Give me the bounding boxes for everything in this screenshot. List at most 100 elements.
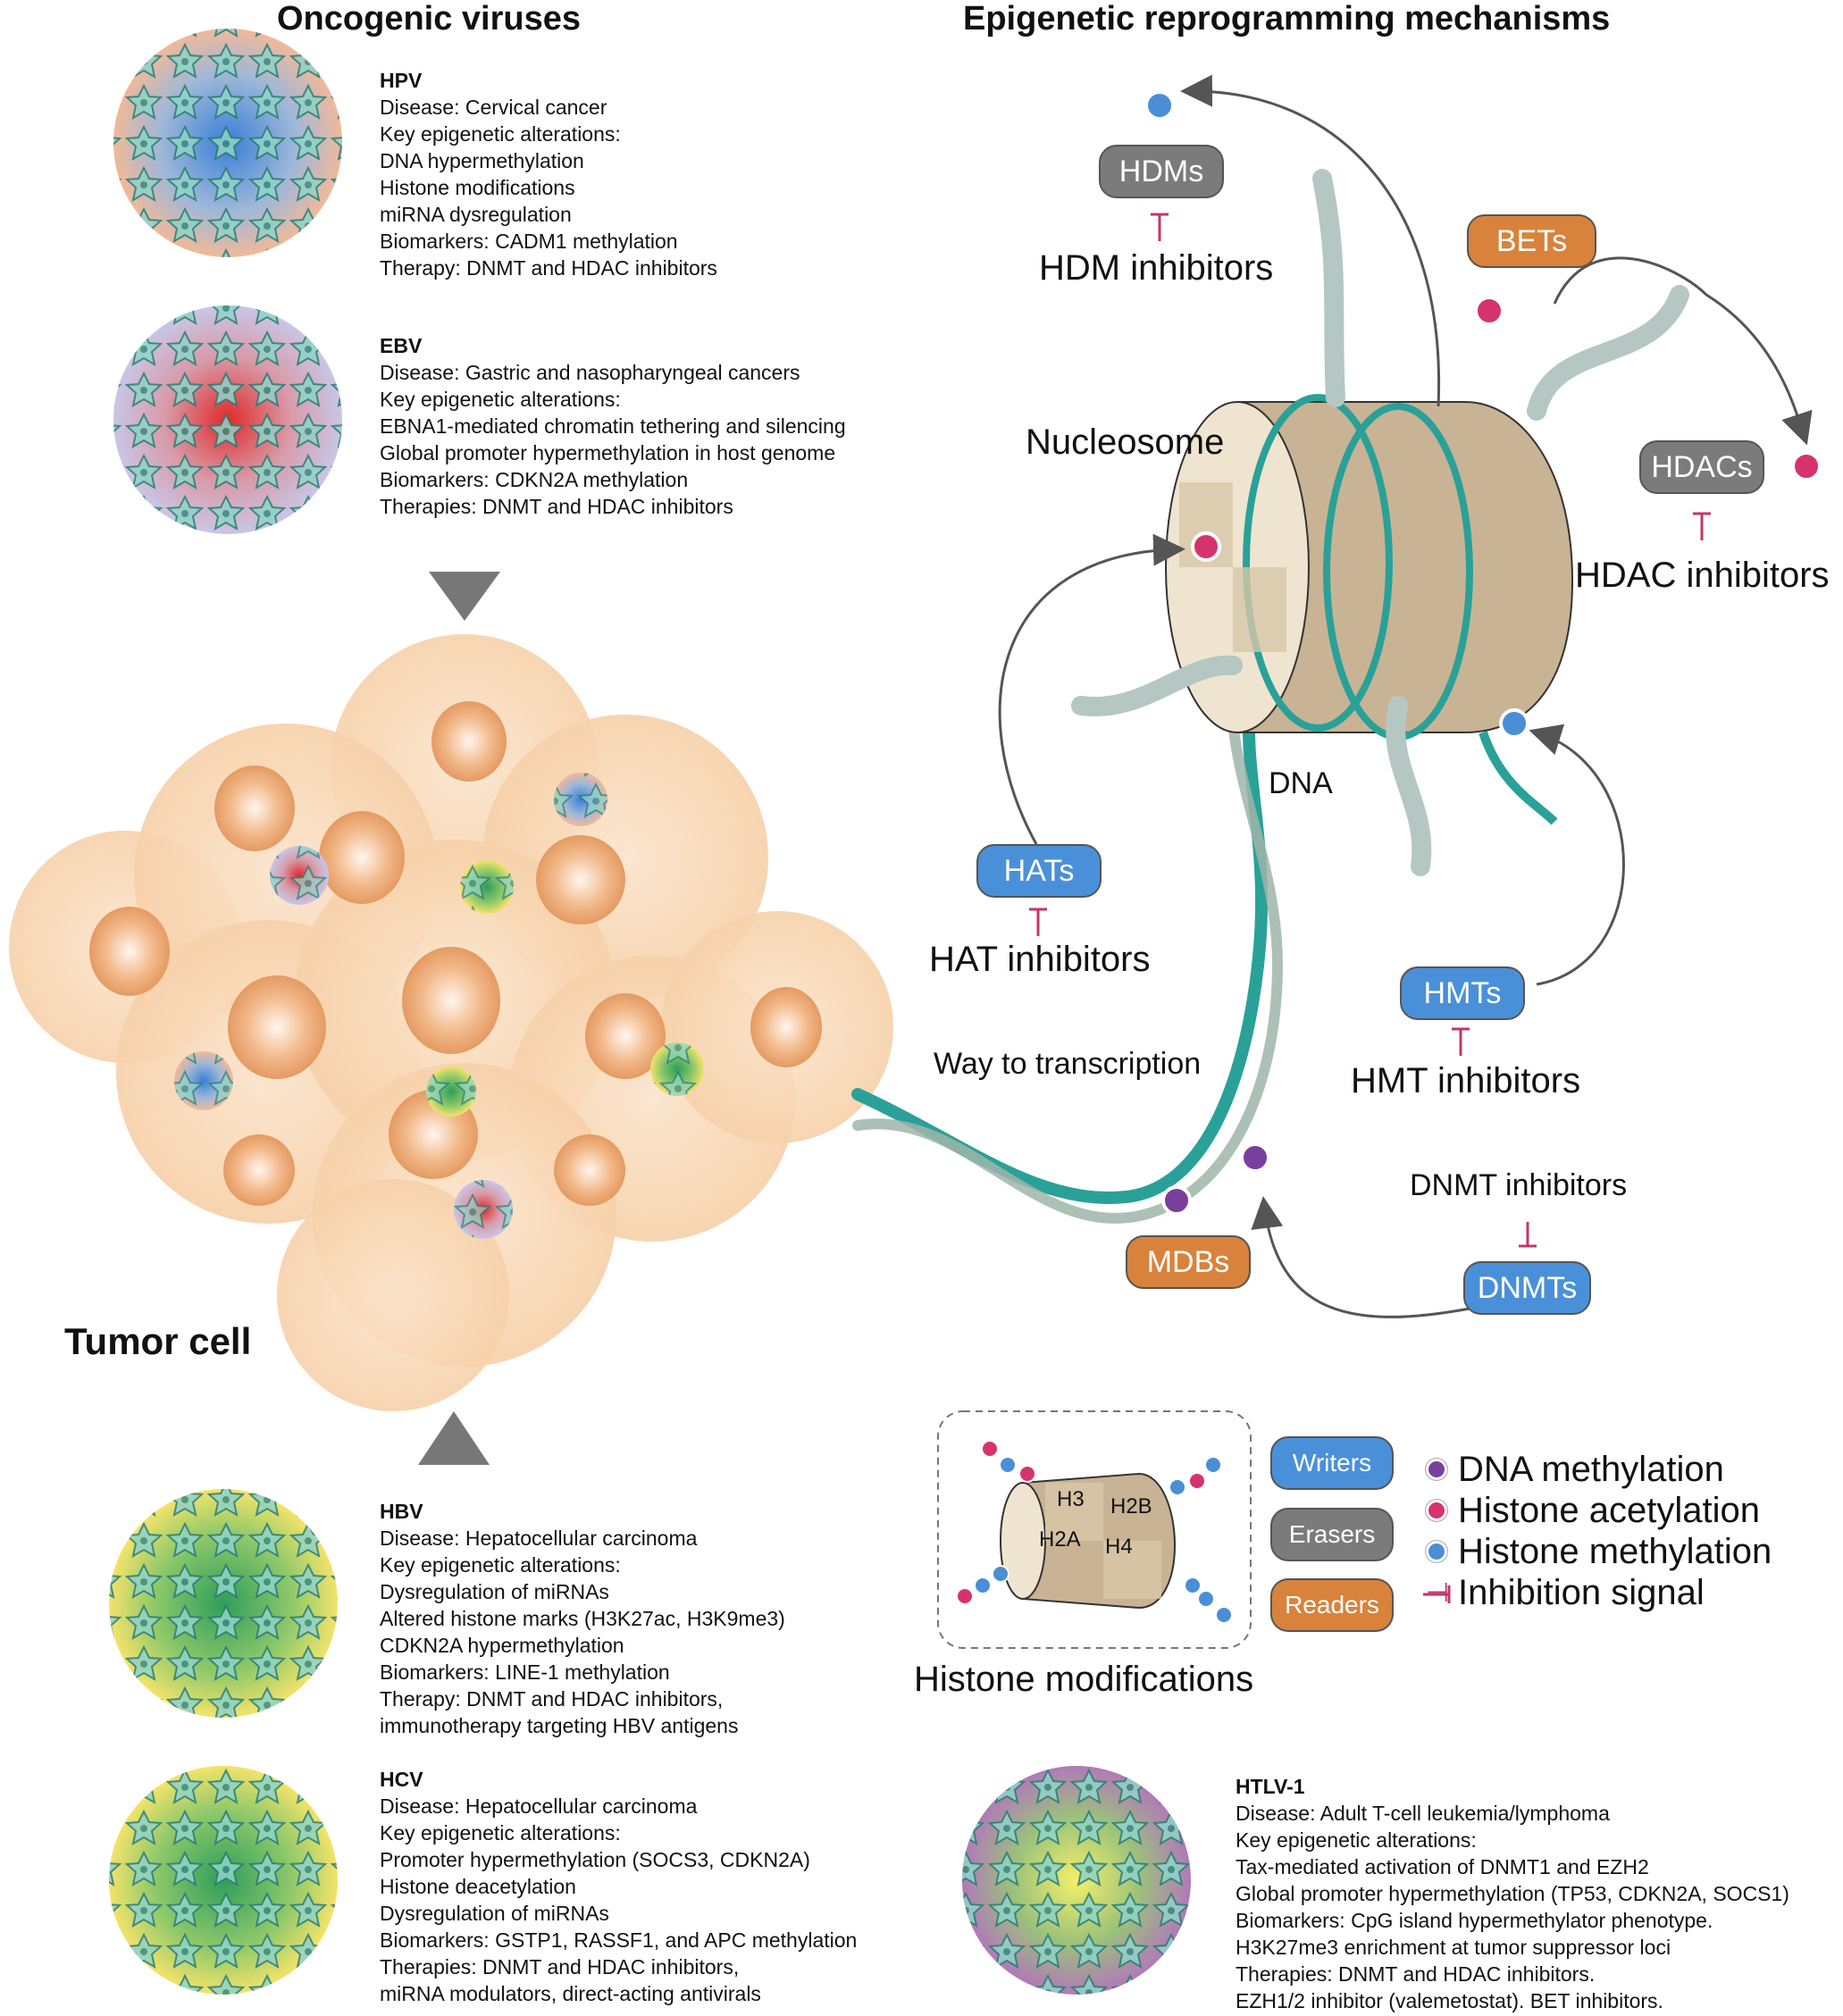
legend-dna-methylation: DNA methylation	[1426, 1449, 1772, 1490]
hbv-line: Disease: Hepatocellular carcinoma	[380, 1527, 698, 1550]
arrow-up-triangle	[418, 1411, 490, 1465]
modification-dots	[1144, 90, 1822, 1216]
htlv-name: HTLV-1	[1236, 1775, 1305, 1798]
dnmts-pill: DNMTs	[1463, 1261, 1591, 1315]
inhibition-markers	[1029, 213, 1711, 1603]
hcv-info: HCV Disease: Hepatocellular carcinoma Ke…	[380, 1766, 857, 2007]
ebv-line: Therapies: DNMT and HDAC inhibitors	[380, 495, 733, 518]
htlv-info: HTLV-1 Disease: Adult T-cell leukemia/ly…	[1236, 1773, 1789, 2014]
title-epigenetic-mechanisms: Epigenetic reprogramming mechanisms	[963, 0, 1611, 38]
h2b-label: H2B	[1110, 1494, 1152, 1518]
h2a-label: H2A	[1039, 1527, 1081, 1552]
ebv-virus-icon	[113, 305, 342, 534]
hdms-pill: HDMs	[1099, 145, 1224, 198]
hats-pill: HATs	[976, 844, 1102, 898]
hbv-virus-icon	[109, 1489, 338, 1718]
histone-modifications-caption: Histone modifications	[914, 1660, 1254, 1699]
hcv-line: Promoter hypermethylation (SOCS3, CDKN2A…	[380, 1848, 810, 1871]
way-to-transcription-label: Way to transcription	[934, 1047, 1202, 1081]
dna-strand	[851, 673, 1284, 1224]
tumor-cell-cluster	[9, 634, 893, 1411]
hpv-name: HPV	[380, 69, 423, 92]
hbv-line: CDKN2A hypermethylation	[380, 1634, 624, 1657]
histone-acetylation-dot-icon	[1426, 1500, 1447, 1521]
legend-inhibition-label: Inhibition signal	[1458, 1572, 1705, 1612]
legend-writers-pill: Writers	[1270, 1436, 1394, 1490]
hdacs-pill: HDACs	[1639, 440, 1764, 494]
legend-inhibition-signal: ⊣ Inhibition signal	[1426, 1572, 1772, 1613]
hbv-line: immunotherapy targeting HBV antigens	[380, 1714, 739, 1737]
legend-histone-methylation-label: Histone methylation	[1458, 1531, 1772, 1571]
ebv-line: EBNA1-mediated chromatin tethering and s…	[380, 414, 846, 438]
legend-dna-methylation-label: DNA methylation	[1458, 1449, 1724, 1489]
htlv-virus-icon	[962, 1766, 1191, 1995]
hbv-line: Biomarkers: LINE-1 methylation	[380, 1660, 670, 1684]
histone-methylation-dot-icon	[1426, 1541, 1447, 1562]
hpv-line: Therapy: DNMT and HDAC inhibitors	[380, 256, 717, 280]
dna-label: DNA	[1269, 766, 1333, 800]
hcv-line: Biomarkers: GSTP1, RASSF1, and APC methy…	[380, 1928, 858, 1952]
hcv-line: Key epigenetic alterations:	[380, 1821, 621, 1845]
hcv-line: Disease: Hepatocellular carcinoma	[380, 1794, 698, 1818]
legend-list: DNA methylation Histone acetylation Hist…	[1426, 1449, 1772, 1613]
ebv-line: Global promoter hypermethylation in host…	[380, 441, 836, 464]
htlv-line: Key epigenetic alterations:	[1236, 1828, 1477, 1852]
legend-readers-pill: Readers	[1270, 1578, 1394, 1632]
ebv-line: Disease: Gastric and nasopharyngeal canc…	[380, 361, 800, 384]
hpv-virus-icon	[113, 29, 342, 257]
htlv-line: Global promoter hypermethylation (TP53, …	[1236, 1882, 1789, 1905]
ebv-info: EBV Disease: Gastric and nasopharyngeal …	[380, 332, 846, 520]
hcv-virus-icon	[109, 1766, 338, 1995]
htlv-line: H3K27me3 enrichment at tumor suppressor …	[1236, 1936, 1671, 1959]
hdm-inhibitors-label: HDM inhibitors	[1039, 248, 1274, 288]
dna-methylation-dot-icon	[1426, 1459, 1447, 1480]
h4-label: H4	[1105, 1535, 1133, 1559]
hpv-line: Histone modifications	[380, 176, 575, 199]
h3-label: H3	[1057, 1487, 1085, 1511]
flow-arrows	[998, 74, 1813, 1318]
arrow-down-triangle	[429, 572, 500, 621]
htlv-line: Therapies: DNMT and HDAC inhibitors.	[1236, 1962, 1596, 1986]
hpv-info: HPV Disease: Cervical cancer Key epigene…	[380, 67, 717, 281]
inhibition-signal-icon: ⊣	[1426, 1577, 1450, 1608]
htlv-line: Disease: Adult T-cell leukemia/lymphoma	[1236, 1802, 1610, 1825]
mdbs-pill: MDBs	[1126, 1235, 1251, 1289]
hpv-line: Key epigenetic alterations:	[380, 122, 621, 146]
hat-inhibitors-label: HAT inhibitors	[929, 940, 1151, 979]
hbv-line: Key epigenetic alterations:	[380, 1553, 621, 1577]
legend-erasers-pill: Erasers	[1270, 1508, 1394, 1561]
ebv-name: EBV	[380, 334, 423, 357]
hbv-info: HBV Disease: Hepatocellular carcinoma Ke…	[380, 1498, 785, 1739]
hmts-pill: HMTs	[1400, 966, 1525, 1020]
hpv-line: Disease: Cervical cancer	[380, 96, 607, 119]
htlv-line: Tax-mediated activation of DNMT1 and EZH…	[1236, 1855, 1649, 1878]
histone-octamer	[1000, 1472, 1177, 1610]
htlv-line: Biomarkers: CpG island hypermethylator p…	[1236, 1909, 1713, 1932]
hdac-inhibitors-label: HDAC inhibitors	[1575, 556, 1830, 595]
hcv-name: HCV	[380, 1768, 423, 1791]
hcv-line: Histone deacetylation	[380, 1875, 576, 1898]
hcv-line: Dysregulation of miRNAs	[380, 1902, 609, 1925]
hmt-inhibitors-label: HMT inhibitors	[1351, 1061, 1581, 1100]
nucleosome-label: Nucleosome	[1026, 422, 1225, 462]
hpv-line: miRNA dysregulation	[380, 203, 572, 226]
histone-tail-dots	[956, 1440, 1233, 1624]
histone-inset-box	[937, 1410, 1252, 1649]
htlv-line: EZH1/2 inhibitor (valemetostat). BET inh…	[1236, 1989, 1663, 2012]
hcv-line: Therapies: DNMT and HDAC inhibitors,	[380, 1955, 740, 1978]
dnmt-inhibitors-label: DNMT inhibitors	[1410, 1168, 1628, 1202]
hcv-line: miRNA modulators, direct-acting antivira…	[380, 1982, 761, 2005]
legend-histone-acetylation: Histone acetylation	[1426, 1490, 1772, 1531]
hbv-line: Dysregulation of miRNAs	[380, 1580, 609, 1603]
hpv-line: DNA hypermethylation	[380, 149, 584, 172]
hbv-name: HBV	[380, 1500, 423, 1523]
legend-histone-acetylation-label: Histone acetylation	[1458, 1490, 1760, 1530]
hbv-line: Altered histone marks (H3K27ac, H3K9me3)	[380, 1607, 785, 1630]
ebv-line: Key epigenetic alterations:	[380, 388, 621, 411]
ebv-line: Biomarkers: CDKN2A methylation	[380, 468, 689, 491]
title-oncogenic-viruses: Oncogenic viruses	[277, 0, 582, 38]
legend-histone-methylation: Histone methylation	[1426, 1531, 1772, 1572]
tumor-cell-label: Tumor cell	[64, 1320, 252, 1362]
hpv-line: Biomarkers: CADM1 methylation	[380, 230, 678, 253]
